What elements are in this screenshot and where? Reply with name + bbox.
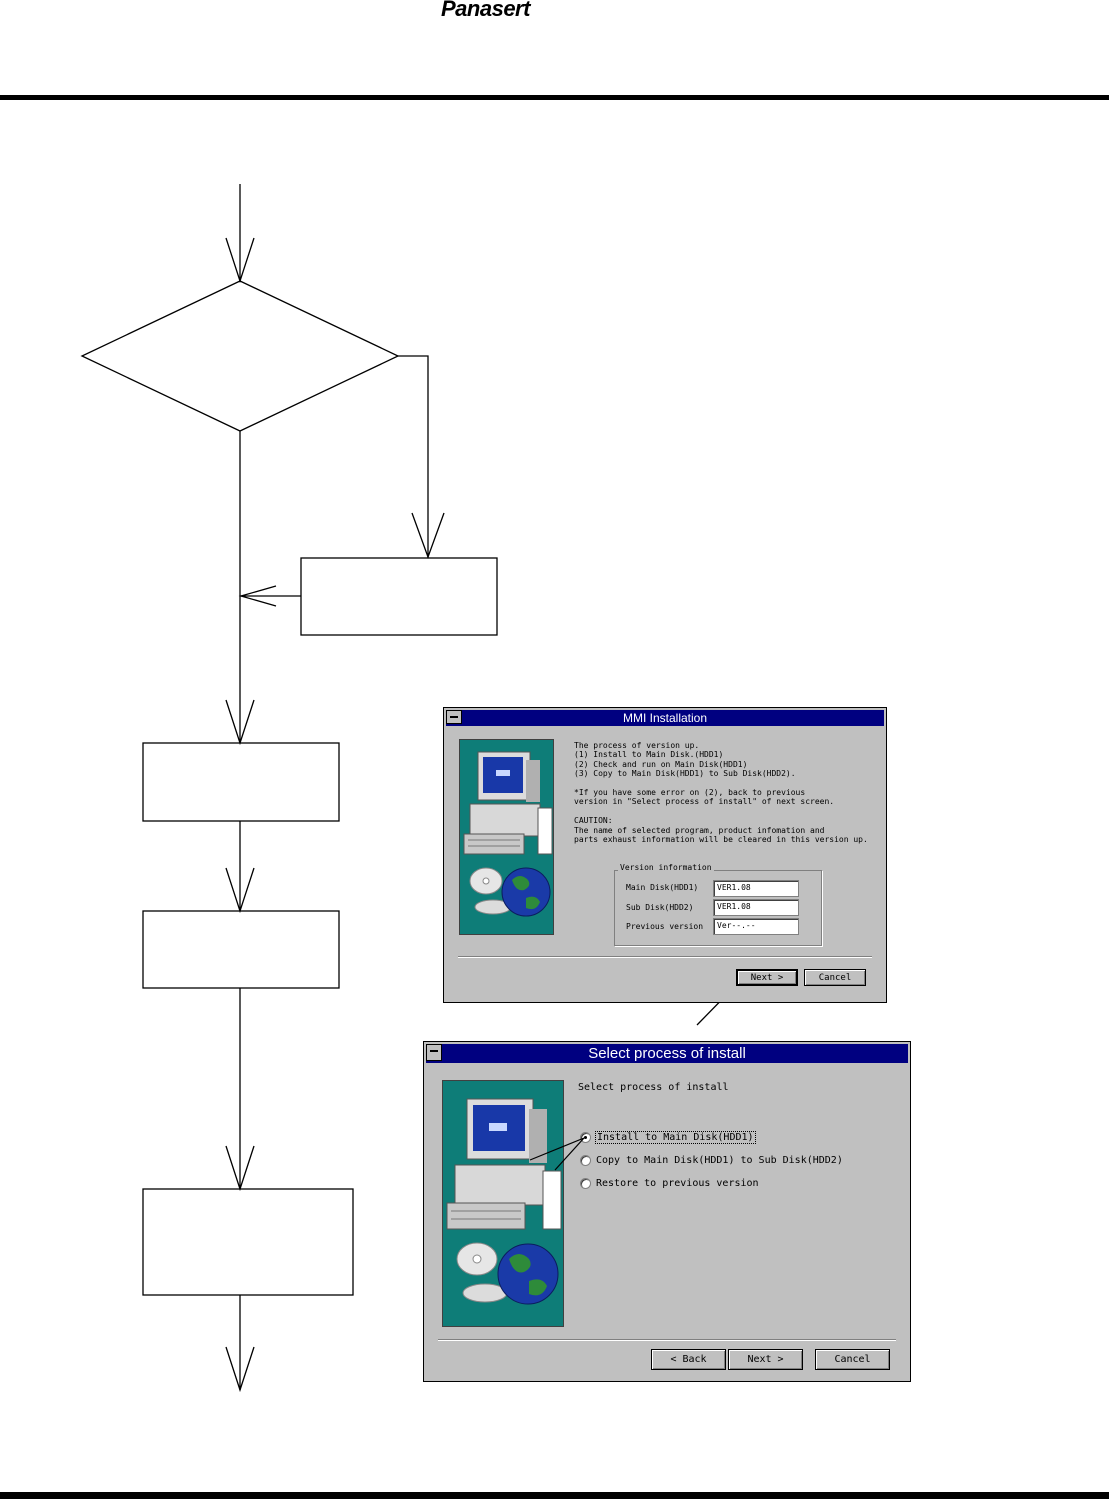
sub-disk-version-field[interactable]: VER1.08 [713,899,799,916]
process-box-3 [143,1189,353,1295]
decision-diamond [82,281,398,431]
option-label: Restore to previous version [596,1178,759,1189]
previous-version-field[interactable]: Ver--.-- [713,918,799,935]
radio-button[interactable] [580,1178,591,1189]
flow-line-branch [398,356,428,558]
process-box-1 [143,743,339,821]
window-title: MMI Installation [446,710,884,726]
globe-icon [443,1081,563,1326]
system-menu-button[interactable] [446,710,462,724]
installer-artwork [459,739,554,935]
system-menu-button[interactable] [426,1044,442,1061]
option-label: Copy to Main Disk(HDD1) to Sub Disk(HDD2… [596,1155,843,1166]
radio-button-selected[interactable] [580,1132,591,1143]
version-information-label: Version information [618,863,714,872]
window-titlebar: Select process of install [426,1044,908,1063]
option-restore-previous[interactable]: Restore to previous version [580,1178,759,1189]
globe-icon [460,740,553,934]
field-label-previous-version: Previous version [626,922,703,931]
footer-rule [0,1492,1109,1499]
option-install-main-disk[interactable]: Install to Main Disk(HDD1) [580,1132,755,1143]
description-text: The process of version up. (1) Install t… [574,741,868,844]
field-label-main-disk: Main Disk(HDD1) [626,883,698,892]
button-separator [438,1339,896,1341]
button-separator [458,956,872,958]
main-disk-version-field[interactable]: VER1.08 [713,880,799,897]
process-box-side [301,558,497,635]
option-copy-to-sub-disk[interactable]: Copy to Main Disk(HDD1) to Sub Disk(HDD2… [580,1155,843,1166]
prompt-text: Select process of install [578,1082,729,1093]
installer-artwork [442,1080,564,1327]
cancel-button[interactable]: Cancel [804,969,866,986]
select-process-window: Select process of install Select process… [423,1041,911,1382]
field-label-sub-disk: Sub Disk(HDD2) [626,903,693,912]
radio-button[interactable] [580,1155,591,1166]
next-button[interactable]: Next > [736,969,798,986]
window-title: Select process of install [426,1044,908,1063]
process-box-2 [143,911,339,988]
back-button[interactable]: < Back [651,1349,726,1370]
option-label: Install to Main Disk(HDD1) [596,1132,755,1143]
mmi-installation-window: MMI Installation The process of version … [443,707,887,1003]
next-button[interactable]: Next > [728,1349,803,1370]
window-titlebar: MMI Installation [446,710,884,726]
cancel-button[interactable]: Cancel [815,1349,890,1370]
